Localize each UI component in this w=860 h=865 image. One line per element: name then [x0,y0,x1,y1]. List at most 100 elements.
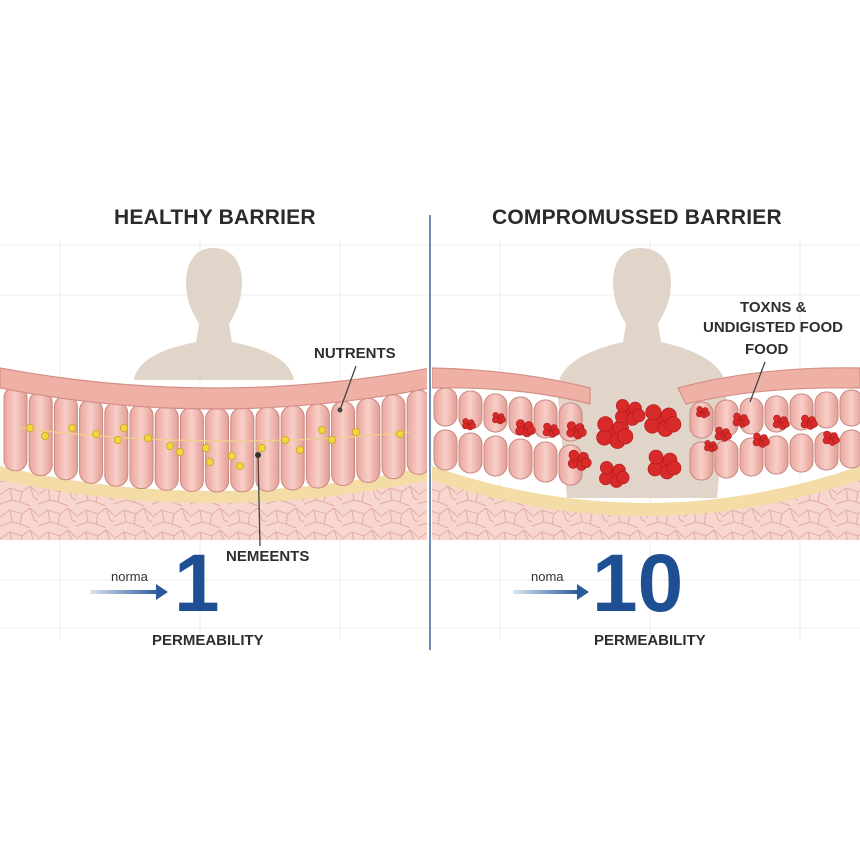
nutrient-particle [165,441,174,450]
damaged-epithelial-cell [839,389,860,427]
epithelial-cell [179,406,204,492]
damaged-epithelial-cell [839,429,860,469]
damaged-epithelial-cell [433,387,458,427]
left-arrow-label: norma [111,569,148,584]
damaged-epithelial-cell [533,441,558,483]
toxin-cluster [647,449,682,480]
mucosal-surface-right-a [432,367,591,405]
epithelial-cell [305,403,330,489]
epithelial-cell [230,407,255,493]
toxins-callout-line [749,361,766,403]
nutrient-particle [201,443,210,452]
damaged-epithelial-cell [789,433,814,473]
toxin-cluster [492,412,506,425]
epithelial-cell [331,401,356,487]
nutrient-particle [92,429,101,438]
toxin-cluster [515,419,536,438]
junction-line [19,427,411,442]
right-permeability-caption: PERMEABILITY [594,632,706,649]
toxin-cluster [644,404,682,437]
person-silhouette [134,248,294,380]
damaged-epithelial-cell [814,391,839,429]
toxin-cluster [542,422,560,438]
toxin-cluster [696,406,710,419]
nemeents-callout-line [257,454,261,547]
epithelial-cell [28,391,53,477]
left-permeability-caption: PERMEABILITY [152,632,264,649]
toxin-cluster [596,416,634,449]
nutrients-label: NUTRENTS [314,345,396,362]
nutrient-particle [280,435,289,444]
basement-membrane [0,466,427,503]
right-panel-title: COMPROMUSSED BARRIER [492,206,782,229]
nutrients-callout-dot [337,407,343,413]
tissue-layer [0,480,427,540]
toxins-label-line3: FOOD [745,341,789,358]
nutrient-particle [205,457,214,466]
nutrient-particle [175,447,184,456]
compromised-barrier-illustration [432,248,860,540]
nutrient-particle [257,443,266,452]
epithelial-cell [356,397,381,483]
damaged-epithelial-cell [458,432,483,474]
nutrient-particle [295,445,304,454]
nutrient-particle [41,431,50,440]
healthy-barrier-illustration [0,248,427,540]
right-permeability-value: 10 [592,538,684,629]
toxin-cluster [732,412,750,428]
nutrient-particle [120,423,129,432]
epithelial-cell [79,398,104,484]
epithelial-cell [406,389,427,475]
toxin-cluster [800,414,818,430]
right-arrow [513,584,589,600]
nutrient-particle [25,423,34,432]
nutrients-callout-line [339,365,357,411]
toxin-cluster [772,414,790,430]
nutrient-particle [395,429,404,438]
nutrient-particle [327,435,336,444]
nemeents-label: NEMEENTS [226,548,310,565]
nutrient-particle [351,427,360,436]
left-panel-title: HEALTHY BARRIER [114,206,316,229]
damaged-epithelial-cell [764,435,789,475]
toxin-cluster [704,440,718,453]
epithelial-cell [129,404,154,490]
toxin-cluster [566,421,587,440]
epithelial-cells [3,386,427,493]
nemeents-callout-dot [255,452,261,458]
left-permeability-value: 1 [174,538,220,629]
nutrient-particle [235,461,244,470]
nutrient-particles [25,423,404,470]
right-arrow-label: noma [531,569,564,584]
damaged-epithelial-cell [433,429,458,471]
damaged-epithelial-cell [483,435,508,477]
damaged-epithelial-cell [689,441,714,481]
nutrient-particle [114,435,123,444]
toxins-label-line1: TOXNS & [740,299,807,316]
epithelial-cell [154,405,179,491]
toxin-cluster [822,430,840,446]
toxin-cluster [752,432,770,448]
nutrient-particle [143,433,152,442]
basement-membrane-right [432,466,860,516]
nutrient-particle [68,423,77,432]
left-arrow [90,584,168,600]
mucosal-surface [0,367,427,410]
damaged-epithelial-cells [433,387,860,486]
toxins-label-line2: UNDIGISTED FOOD [703,319,844,336]
nutrient-particle [227,451,236,460]
toxin-cluster [567,449,592,471]
toxin-cluster [714,426,732,442]
toxin-cluster [615,399,646,426]
nutrient-particle [317,425,326,434]
damaged-epithelial-cell [714,439,739,479]
mucosal-surface-right-b [677,367,860,405]
epithelial-cell [53,395,78,481]
damaged-epithelial-cell [508,438,533,480]
epithelial-cell [104,401,129,487]
damaged-epithelial-cell [739,437,764,477]
toxin-cluster [462,418,476,431]
toxin-cluster [599,461,630,488]
toxin-clusters [462,399,840,488]
